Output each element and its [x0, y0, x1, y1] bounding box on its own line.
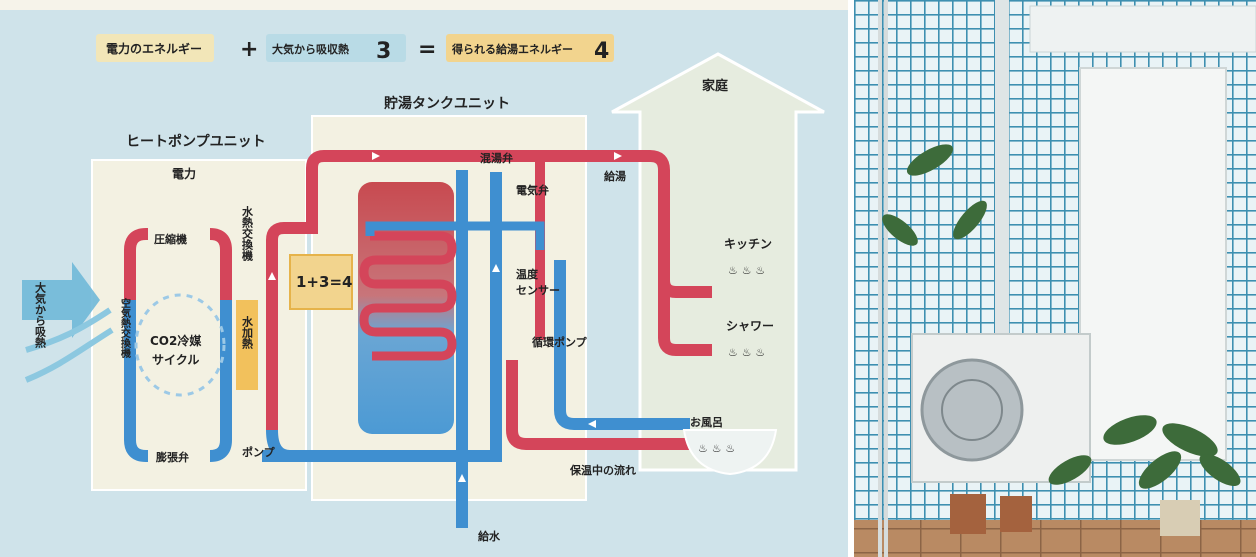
compressor-label: 圧縮機: [154, 232, 187, 246]
water-pipes: [262, 150, 712, 528]
tank-coil-feed: [365, 221, 545, 250]
flow-arrow-icon: [458, 474, 466, 482]
vertical-pipes: [878, 0, 888, 557]
equation-term2-box: [266, 34, 406, 62]
refrigerant-cycle: 圧縮機 膨張弁 空気熱交換機 CO2冷媒 サイクル: [119, 228, 232, 466]
flower-pot: [1000, 496, 1032, 532]
leaf-icon: [953, 200, 987, 240]
pump-return-pipe: [266, 429, 291, 462]
heat-pump-title: ヒートポンプユニット: [126, 133, 266, 150]
kitchen-label: キッチン: [724, 237, 772, 251]
equation-bar: 電力のエネルギー + 大気から吸収熱 3 = 得られる給湯エネルギー 4: [96, 34, 614, 64]
air-intake-arrow-shape: [22, 262, 100, 338]
equation-term2-number: 3: [376, 39, 391, 64]
bathtub-shape: [682, 429, 778, 476]
leaf-icon: [1199, 453, 1241, 487]
leaf-icon: [1048, 455, 1092, 485]
flow-arrow-icon: [268, 272, 276, 280]
circulation-pump-label: 循環ポンプ: [532, 335, 588, 349]
top-margin: [0, 0, 848, 10]
equation-plus: +: [240, 37, 258, 62]
leaf-icon: [1162, 423, 1218, 457]
potted-plants: [882, 144, 1241, 489]
cycle-swirl: [134, 293, 226, 397]
equation-term2: 大気から吸収熱: [272, 42, 349, 56]
shower-label: シャワー: [726, 319, 774, 333]
circulation-pipe: [554, 260, 690, 430]
leaf-icon: [1103, 415, 1157, 445]
water-heat-exchanger: 水熱交換機 水加熱 1+3=4: [236, 205, 353, 390]
shower-steam-icon: ♨ ♨ ♨: [728, 346, 765, 359]
air-flow-streak: [24, 327, 114, 383]
bath-steam-icon: ♨ ♨ ♨: [698, 442, 735, 455]
eave-overhang: [1029, 5, 1256, 53]
equation-equals: =: [418, 37, 436, 62]
flow-arrows: [268, 152, 622, 482]
kitchen-steam-icon: ♨ ♨ ♨: [728, 264, 765, 277]
supply-water-label: 給水: [478, 529, 501, 543]
equation-term1-box: [96, 34, 214, 62]
water-exchanger-label: 水熱交換機: [241, 205, 254, 262]
home-title: 家庭: [702, 78, 729, 94]
hot-water-supply-label: 給湯: [604, 169, 626, 183]
drain-pipe: [995, 0, 1009, 340]
equation-result-box: [446, 34, 614, 62]
expansion-valve-box: [148, 446, 210, 466]
flow-arrow-icon: [588, 420, 596, 428]
tank-heating-coil: [359, 231, 457, 361]
air-intake-label: 大気から吸熱: [34, 281, 47, 349]
house-outline: [611, 52, 825, 472]
compressor-box: [148, 228, 210, 248]
leaf-icon: [1138, 451, 1182, 489]
cycle-label-line2: サイクル: [152, 353, 199, 367]
flower-pot: [1160, 500, 1200, 536]
storage-tank-unit-photo: [1079, 67, 1227, 461]
bath-label: お風呂: [690, 416, 723, 429]
electric-valve-label: 電気弁: [516, 183, 549, 197]
fan-grille-icon: [920, 358, 1024, 462]
cycle-label-line1: CO2冷媒: [150, 333, 202, 348]
flow-arrow-icon: [492, 264, 500, 272]
mixing-valve-label: 混湯弁: [480, 151, 513, 165]
fan-ring-icon: [941, 379, 1003, 441]
installation-photo: [848, 0, 1256, 557]
leaf-icon: [882, 214, 918, 246]
flower-pot: [950, 494, 986, 534]
equation-result-number: 4: [594, 39, 609, 64]
shower-hot-pipe: [658, 280, 712, 356]
temp-sensor-label-line1: 温度: [516, 267, 539, 281]
water-heating-bar: [236, 300, 258, 390]
formula-label: 1+3=4: [296, 273, 352, 291]
storage-tank: [358, 182, 545, 434]
heat-pump-power: 電力: [172, 166, 196, 181]
keep-warm-flow-label: 保温中の流れ: [569, 463, 636, 477]
bath-hot-pipe: [506, 360, 690, 450]
flow-arrow-icon: [372, 152, 380, 160]
temp-sensor-label-line2: センサー: [516, 284, 560, 297]
home-house: 家庭: [611, 52, 825, 472]
equation-term1: 電力のエネルギー: [106, 41, 202, 56]
flow-arrow-icon: [614, 152, 622, 160]
air-flow-streak: [25, 307, 112, 353]
pump-label: ポンプ: [242, 445, 276, 459]
equation-result: 得られる給湯エネルギー: [451, 42, 573, 56]
air-exchanger-label: 空気熱交換機: [119, 297, 132, 359]
water-heating-label: 水加熱: [241, 315, 255, 350]
expansion-valve-label: 膨張弁: [155, 450, 189, 464]
air-intake-arrow: 大気から吸熱: [22, 262, 114, 383]
leaf-icon: [906, 144, 954, 176]
formula-box: [289, 254, 353, 310]
tank-unit-title: 貯湯タンクユニット: [384, 95, 510, 112]
